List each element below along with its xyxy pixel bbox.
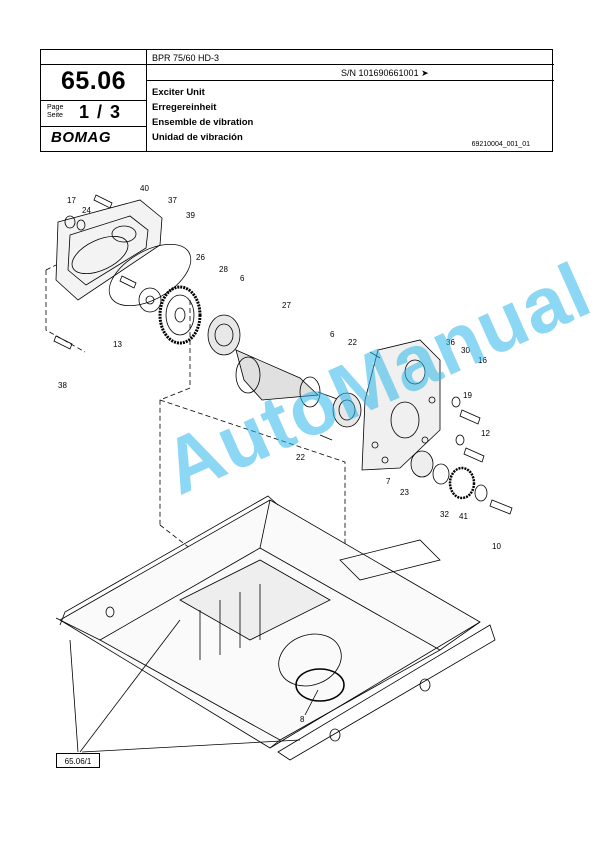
- callout-label: 32: [440, 510, 449, 519]
- bearing-housing: [361, 339, 441, 471]
- page-label-de: Seite: [47, 112, 63, 119]
- document-id: 69210004_001_01: [471, 141, 530, 148]
- page-label: Page Seite: [47, 104, 63, 120]
- eccentric-shaft: [235, 349, 341, 408]
- reference-leaders: [69, 619, 319, 753]
- callout-label: 23: [400, 488, 409, 497]
- callout-label: 16: [478, 356, 487, 365]
- bomag-logo: BOMAG: [51, 129, 111, 146]
- callout-label: 12: [481, 429, 490, 438]
- header-rule: [146, 80, 554, 81]
- gear-wheel: [158, 285, 202, 345]
- callout-label: 36: [446, 338, 455, 347]
- callout-label: 19: [463, 391, 472, 400]
- header-block: 65.06 Page Seite 1 / 3 BOMAG BPR 75/60 H…: [40, 49, 554, 152]
- header-rule: [41, 126, 146, 127]
- reference-box: 65.06/1: [56, 753, 100, 768]
- base-plate: [55, 495, 496, 761]
- bolts-left: [53, 194, 381, 441]
- callout-label: 27: [282, 301, 291, 310]
- callout-label: 39: [186, 211, 195, 220]
- callout-label: 10: [492, 542, 501, 551]
- callout-label: 26: [196, 253, 205, 262]
- callout-label: 17: [67, 196, 76, 205]
- cap: [138, 287, 162, 313]
- title-fr: Ensemble de vibration: [152, 117, 254, 128]
- title-es: Unidad de vibración: [152, 132, 243, 143]
- header-rule: [41, 64, 146, 65]
- callout-label: 8: [300, 715, 305, 724]
- callout-label: 7: [386, 477, 391, 486]
- callout-label: 40: [140, 184, 149, 193]
- model-name: BPR 75/60 HD-3: [152, 53, 220, 63]
- callout-label: 22: [296, 453, 305, 462]
- title-de: Erregereinheit: [152, 102, 217, 113]
- callout-label: 41: [459, 512, 468, 521]
- header-divider: [146, 50, 147, 151]
- callout-label: 22: [348, 338, 357, 347]
- callout-label: 30: [461, 346, 470, 355]
- callout-label: 6: [330, 330, 335, 339]
- bearing-right: [332, 392, 362, 428]
- serial-number: S/N 101690661001 ➤: [341, 68, 429, 78]
- cover-plate: [55, 199, 163, 301]
- o-ring: [108, 243, 192, 307]
- callout-label: 24: [82, 206, 91, 215]
- bearing-left: [207, 314, 241, 356]
- callout-label: 13: [113, 340, 122, 349]
- callout-label: 28: [219, 265, 228, 274]
- fasteners-right: [410, 396, 513, 515]
- page-fraction: 1 / 3: [79, 102, 121, 122]
- header-rule: [146, 64, 554, 65]
- callout-label: 37: [168, 196, 177, 205]
- callout-label: 38: [58, 381, 67, 390]
- page-number: 65.06: [60, 67, 127, 95]
- page-label-en: Page: [47, 104, 64, 111]
- title-en: Exciter Unit: [152, 87, 205, 98]
- header-rule: [41, 100, 146, 101]
- callout-label: 6: [240, 274, 245, 283]
